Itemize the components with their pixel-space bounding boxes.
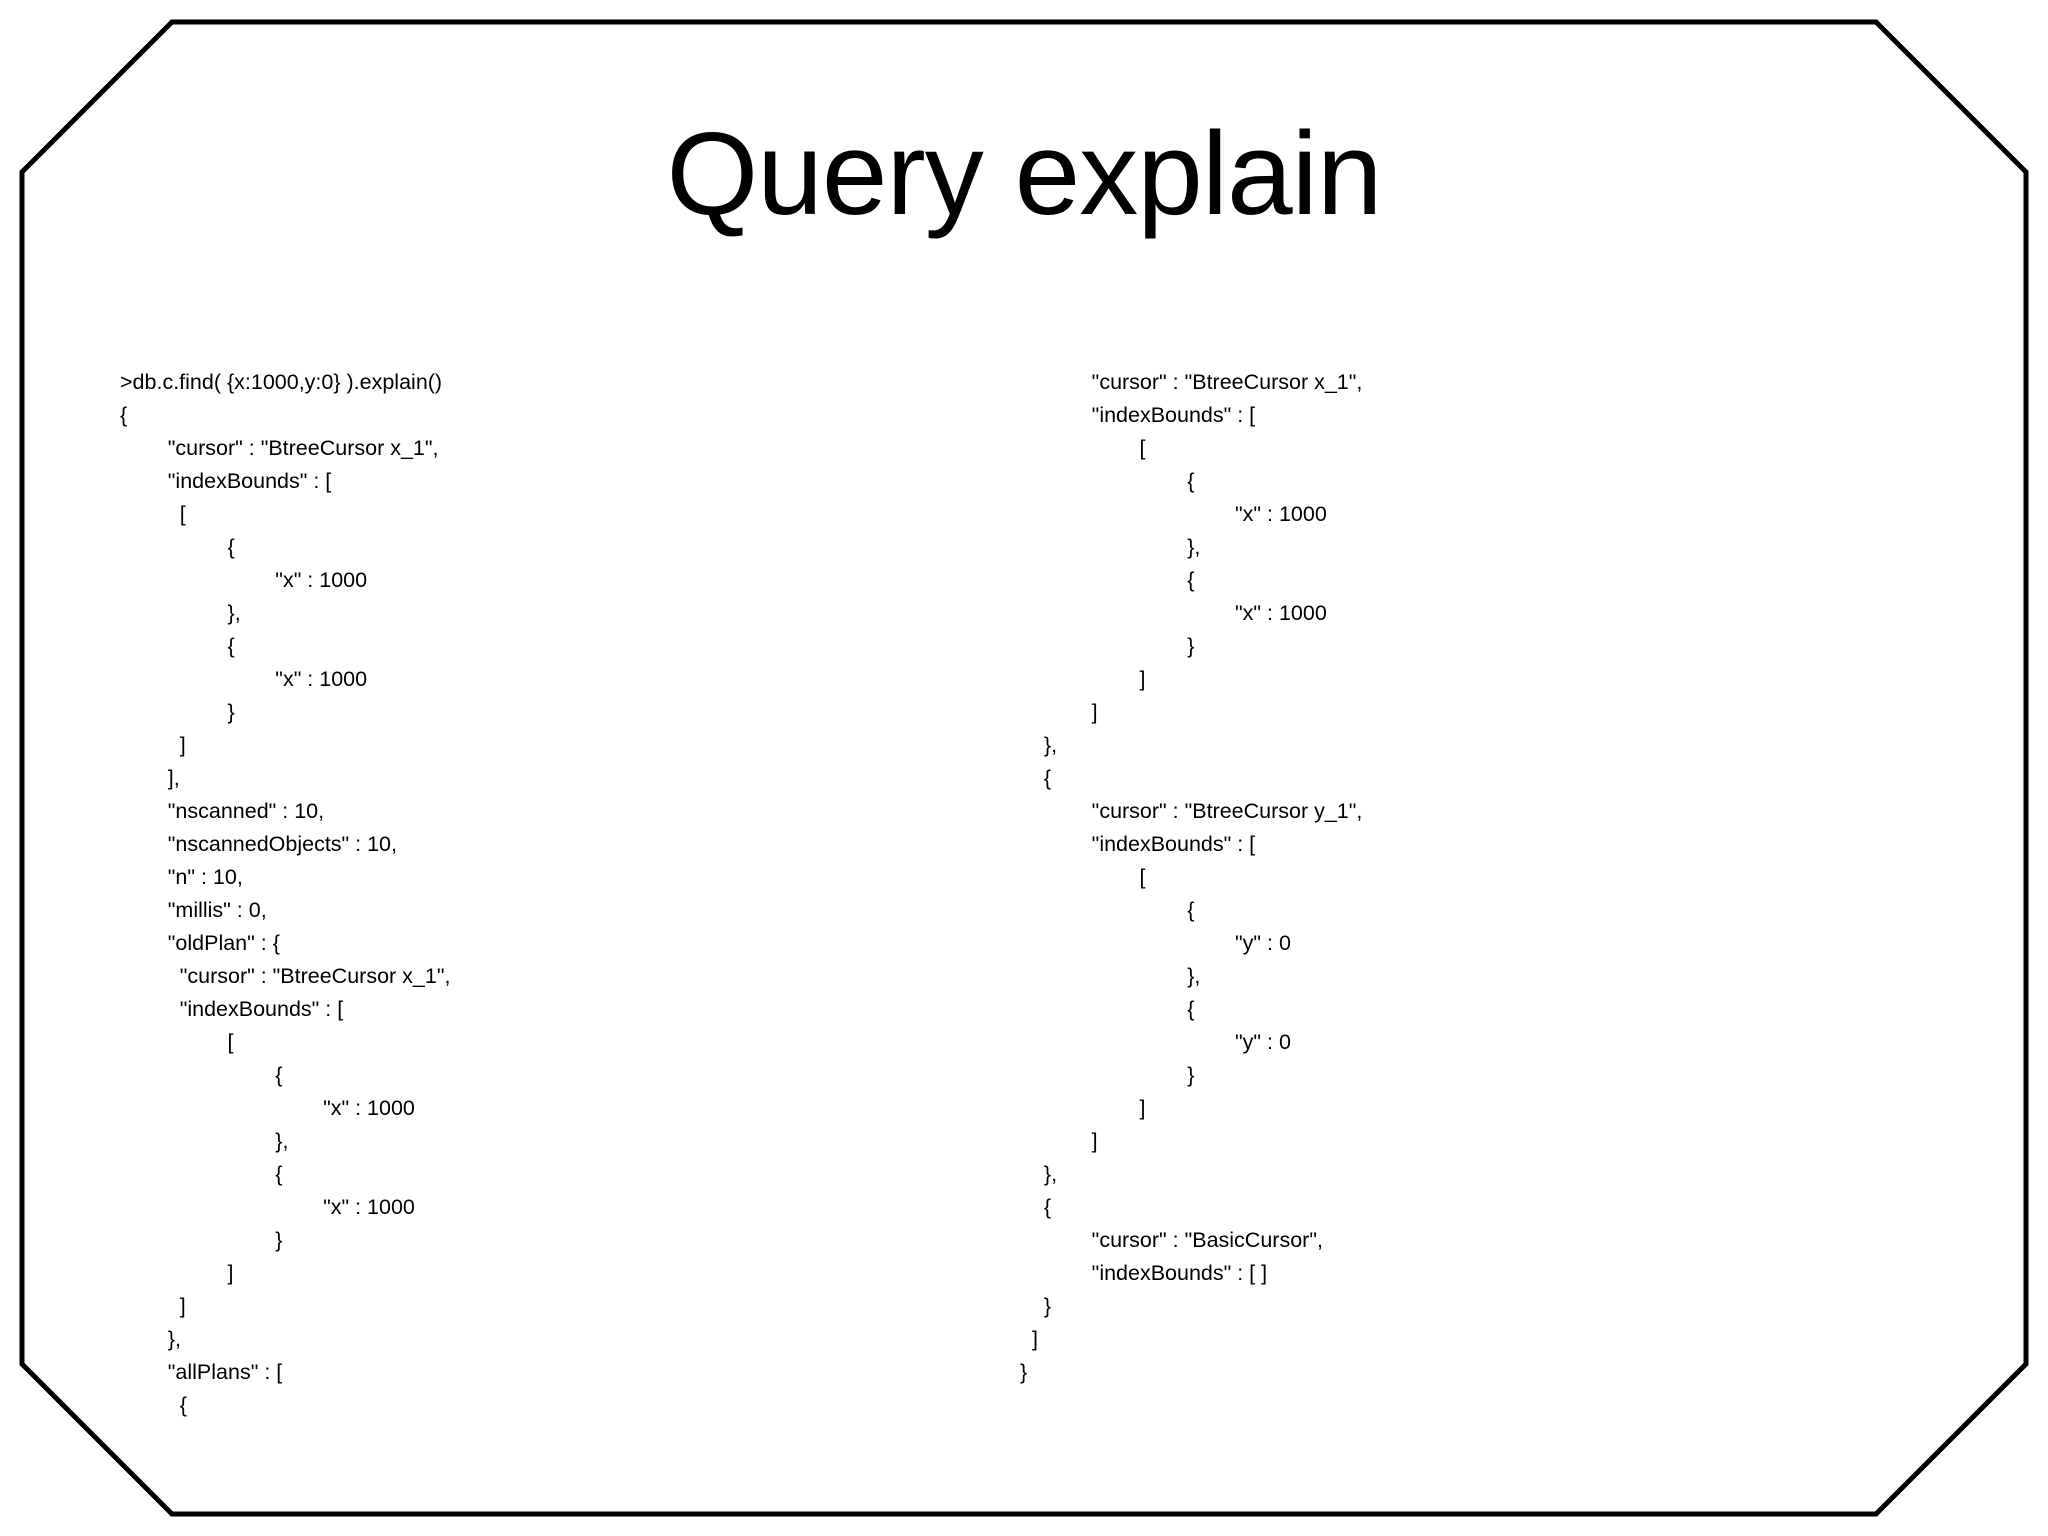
code-line: "y" : 0: [1020, 1030, 1291, 1054]
code-line: "cursor" : "BasicCursor",: [1020, 1228, 1323, 1252]
page-title: Query explain: [666, 108, 1382, 240]
code-line: "indexBounds" : [: [1020, 403, 1256, 427]
code-line: {: [1020, 766, 1052, 790]
code-line: ]: [1020, 1327, 1038, 1351]
code-line: }: [120, 700, 235, 724]
code-line: "allPlans" : [: [120, 1360, 283, 1384]
code-line: }: [1020, 1360, 1028, 1384]
code-line: "x" : 1000: [120, 568, 368, 592]
code-line: ],: [120, 766, 180, 790]
code-line: "indexBounds" : [: [1020, 832, 1256, 856]
code-line: [: [1020, 436, 1146, 460]
code-line: }: [120, 1228, 283, 1252]
code-line: ]: [1020, 667, 1146, 691]
code-line: {: [1020, 1195, 1052, 1219]
code-line: "cursor" : "BtreeCursor y_1",: [1020, 799, 1363, 823]
code-line: {: [1020, 898, 1195, 922]
code-line: "n" : 10,: [120, 865, 243, 889]
code-line: "x" : 1000: [1020, 601, 1327, 625]
code-line: {: [120, 1393, 187, 1417]
code-line: [: [120, 1030, 234, 1054]
code-line: {: [1020, 568, 1195, 592]
code-line: },: [1020, 1162, 1058, 1186]
code-line: },: [1020, 964, 1201, 988]
code-line: }: [1020, 634, 1195, 658]
code-line: ]: [1020, 1129, 1098, 1153]
code-line: [: [120, 502, 186, 526]
code-line: {: [1020, 997, 1195, 1021]
code-line: "x" : 1000: [120, 1096, 415, 1120]
code-line: {: [120, 634, 235, 658]
code-line: "indexBounds" : [: [120, 997, 344, 1021]
code-line: "nscanned" : 10,: [120, 799, 325, 823]
code-line: },: [120, 1327, 181, 1351]
code-line: "x" : 1000: [120, 667, 368, 691]
code-line: "cursor" : "BtreeCursor x_1",: [120, 964, 451, 988]
code-line: }: [1020, 1294, 1052, 1318]
code-line: {: [120, 535, 235, 559]
code-line: },: [120, 1129, 289, 1153]
code-line: ]: [120, 1261, 234, 1285]
code-line: "indexBounds" : [: [120, 469, 332, 493]
code-line: [: [1020, 865, 1146, 889]
code-line: },: [1020, 535, 1201, 559]
code-line: {: [120, 1063, 283, 1087]
code-line: "cursor" : "BtreeCursor x_1",: [120, 436, 439, 460]
code-line: ]: [120, 1294, 186, 1318]
code-line: },: [120, 601, 241, 625]
code-line: "millis" : 0,: [120, 898, 267, 922]
code-line: ]: [1020, 1096, 1146, 1120]
explain-output-left-column: >db.c.find( {x:1000,y:0} ).explain() { "c…: [120, 366, 1000, 1422]
code-line: "oldPlan" : {: [120, 931, 280, 955]
code-line: {: [120, 1162, 283, 1186]
code-line: "cursor" : "BtreeCursor x_1",: [1020, 370, 1363, 394]
code-line: "y" : 0: [1020, 931, 1291, 955]
code-line: >db.c.find( {x:1000,y:0} ).explain(): [120, 370, 443, 394]
code-line: "x" : 1000: [120, 1195, 415, 1219]
code-line: "indexBounds" : [ ]: [1020, 1261, 1268, 1285]
explain-output-right-column: "cursor" : "BtreeCursor x_1", "indexBoun…: [1020, 366, 2000, 1389]
code-line: ]: [1020, 700, 1098, 724]
code-line: }: [1020, 1063, 1195, 1087]
code-line: },: [1020, 733, 1058, 757]
code-line: {: [120, 403, 128, 427]
code-line: "nscannedObjects" : 10,: [120, 832, 397, 856]
code-line: "x" : 1000: [1020, 502, 1327, 526]
code-line: {: [1020, 469, 1195, 493]
code-line: ]: [120, 733, 186, 757]
